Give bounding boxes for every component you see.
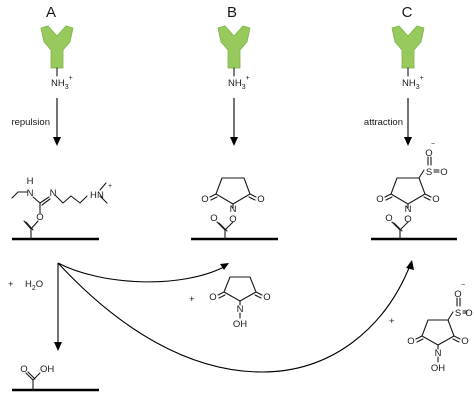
nhs-ester-structure: O O N O O [201,177,265,240]
panel-b-letter: B [227,4,237,21]
nhs-n: N [230,204,237,215]
edc-plus: + [108,183,112,190]
sulfo-byproduct-s: S [455,308,461,319]
arrow-a-to-b [57,262,229,283]
sulfo-nhs-byproduct-structure: − O S O O O N OH [407,282,472,374]
edc-intermediate-structure: H N N H N + O [11,176,112,240]
nhs-byproduct-oh: OH [233,319,247,330]
sulfo-byproduct-o4: O [461,336,468,347]
arrow-a-to-c [57,260,414,373]
amine-a-label: NH3+ [51,75,73,91]
nhs-o1: O [201,194,208,205]
hydrolysis-plus: + [8,279,14,290]
edc-n2: N [50,188,57,199]
amine-b-label: NH3+ [228,75,250,91]
sulfo-byproduct-o2: O [465,308,472,319]
nhs-byproduct-n: N [237,304,244,315]
panel-c-letter: C [402,4,413,21]
edc-h1: H [27,176,34,187]
panel-a-letter: A [46,4,56,21]
sulfo-byproduct-minus: − [461,282,465,289]
attraction-label: attraction [364,117,403,128]
sulfo-byproduct-oh: OH [431,363,445,374]
carboxylic-acid-structure: O OH [12,364,99,392]
edc-h2: H [90,190,97,201]
water-label: H2O [25,279,43,292]
amine-c-label: NH3+ [402,75,424,91]
repulsion-label: repulsion [11,117,50,128]
arrow-a [53,98,61,146]
sulfo-o4: O [432,194,439,205]
antibody-a-icon [40,25,74,77]
sulfo-o5: O [404,214,411,225]
sulfo-s: S [426,167,432,178]
sulfo-byproduct-o1: O [454,289,461,300]
arrow-b [230,98,238,146]
acid-oh: OH [40,364,54,375]
sulfo-nhs-ester-structure: − O S O O O N O O [376,141,448,240]
edc-n3: N [97,190,104,201]
acid-o: O [20,364,27,375]
antibody-b-icon [217,25,251,77]
nhs-o2: O [257,194,264,205]
nhs-byproduct-o2: O [263,292,270,303]
arrow-a-hydrolysis [54,263,62,351]
nhs-byproduct-o1: O [209,292,216,303]
sulfo-o1: O [425,148,432,159]
antibody-c-icon [391,25,425,77]
nhs-o4: O [210,213,217,224]
sulfo-o6: O [385,213,392,224]
edc-n1: N [27,188,34,199]
sulfo-byproduct-o3: O [407,336,414,347]
sulfo-n: N [405,204,412,215]
sulfo-o2: O [440,167,447,178]
arrow-c [404,98,412,146]
byproduct-nhs-plus: + [189,294,195,305]
byproduct-sulfo-plus: + [389,316,395,327]
edc-o: O [36,212,43,223]
sulfo-byproduct-n: N [435,348,442,359]
sulfo-minus: − [431,141,435,148]
sulfo-o3: O [376,194,383,205]
nhs-byproduct-structure: O O N OH [209,276,271,330]
nhs-o3: O [229,214,236,225]
